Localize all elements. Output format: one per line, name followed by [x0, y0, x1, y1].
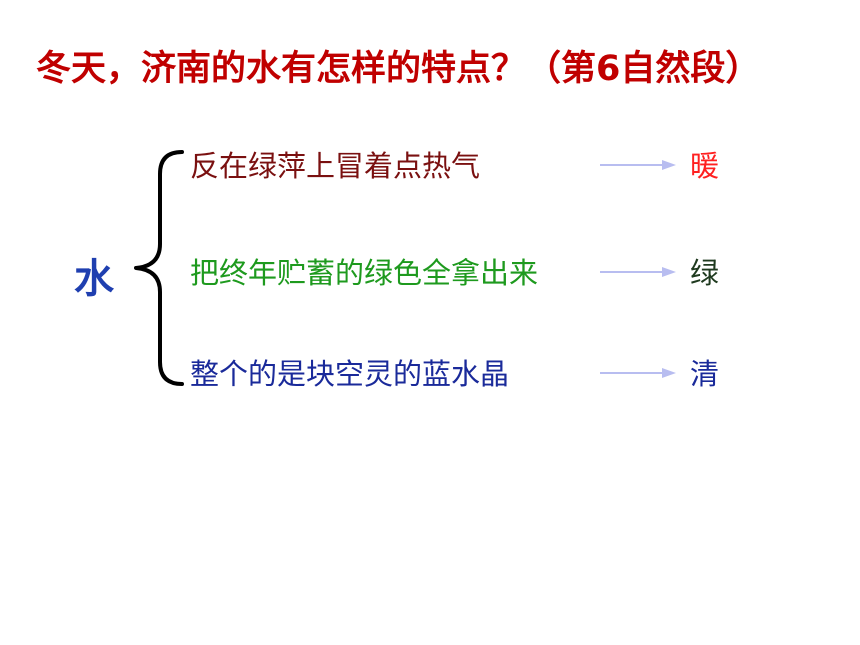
phrase-warm: 反在绿萍上冒着点热气 [190, 149, 481, 183]
arrow-icon [600, 160, 676, 170]
phrase-green: 把终年贮蓄的绿色全拿出来 [190, 256, 539, 290]
word-green: 绿 [690, 256, 720, 290]
phrase-clear: 整个的是块空灵的蓝水晶 [190, 357, 510, 391]
word-clear: 清 [690, 357, 720, 391]
subject-label: 水 [74, 256, 114, 302]
slide-title: 冬天，济南的水有怎样的特点？（第6自然段） [36, 49, 761, 89]
arrow-icon [600, 368, 676, 378]
arrow-icon [600, 267, 676, 277]
curly-brace [134, 150, 184, 386]
word-warm: 暖 [690, 149, 720, 183]
